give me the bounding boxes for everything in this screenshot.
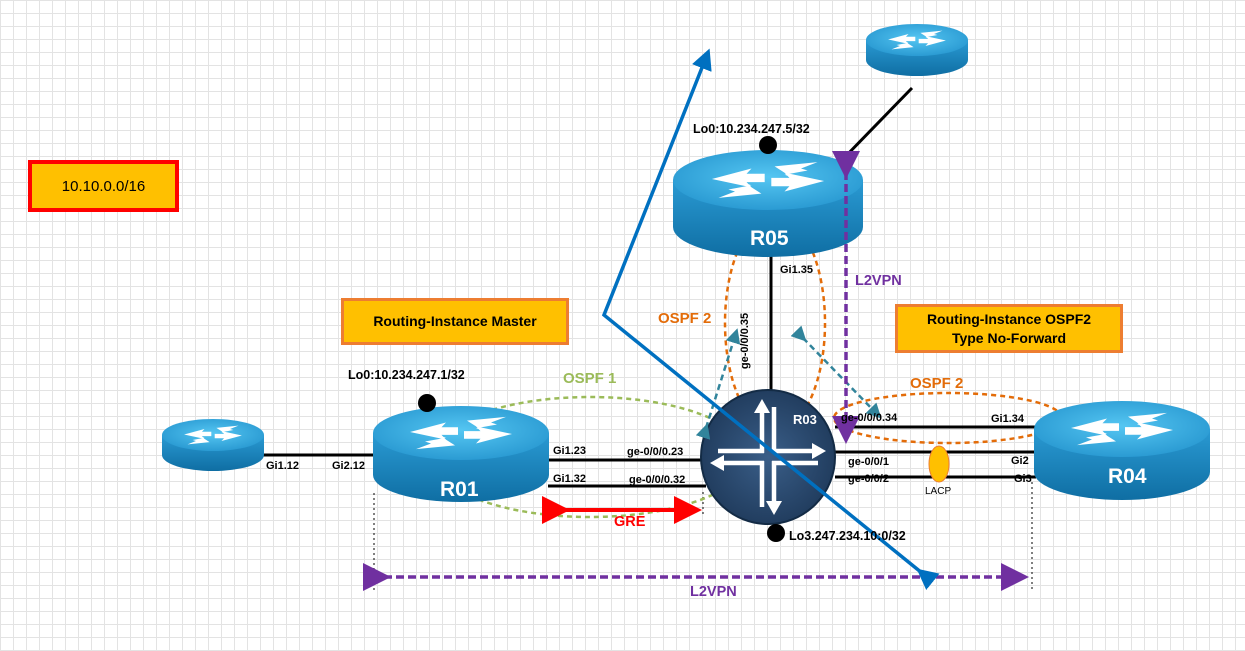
edge-router-top <box>866 24 968 76</box>
if-gi2-12: Gi2.12 <box>332 460 366 472</box>
loopback-dot-r01 <box>418 394 436 412</box>
ospf1-label: OSPF 1 <box>563 370 617 387</box>
gre-label: GRE <box>614 514 646 530</box>
router-r05-label: R05 <box>750 227 789 250</box>
router-r04 <box>1034 401 1210 500</box>
loopback-label-r01: Lo0:10.234.247.1/32 <box>348 368 465 382</box>
ospf2-box-line1: Routing-Instance OSPF2 <box>926 310 1092 327</box>
if-gi1-34: Gi1.34 <box>991 413 1025 425</box>
lacp-bundle <box>928 445 950 483</box>
link-r05-top <box>840 86 914 162</box>
routing-instance-master-box: Routing-Instance Master <box>341 298 569 345</box>
edge-router-left <box>162 419 264 471</box>
l2vpn-label-top: L2VPN <box>855 273 902 289</box>
loopback-dot-r03 <box>767 524 785 542</box>
router-r01-label: R01 <box>440 478 479 501</box>
router-r03-label: R03 <box>793 412 817 427</box>
lacp-label: LACP <box>925 486 952 497</box>
network-prefix-box: 10.10.0.0/16 <box>28 160 179 212</box>
routing-instance-ospf2-box: Routing-Instance OSPF2 Type No-Forward <box>895 304 1123 353</box>
ospf2-box-line2: Type No-Forward <box>951 329 1067 346</box>
loopback-dot-r05 <box>759 136 777 154</box>
if-ge-0-0-0-35: ge-0/0/0.35 <box>739 312 752 370</box>
if-gi1-23: Gi1.23 <box>553 445 587 457</box>
if-ge-0-0-2: ge-0/0/2 <box>848 473 889 485</box>
loopback-label-r05: Lo0:10.234.247.5/32 <box>693 122 810 136</box>
if-ge-0-0-1: ge-0/0/1 <box>848 456 889 468</box>
if-ge-0-0-0-34: ge-0/0/0.34 <box>841 412 898 424</box>
blue-path-arrow <box>601 48 940 590</box>
router-r04-label: R04 <box>1108 465 1147 488</box>
if-ge-0-0-0-23: ge-0/0/0.23 <box>627 446 684 458</box>
l2vpn-label-bottom: L2VPN <box>690 584 737 600</box>
if-gi1-12: Gi1.12 <box>266 460 300 472</box>
if-gi1-35: Gi1.35 <box>780 264 814 276</box>
if-gi3: Gi3 <box>1014 473 1032 485</box>
if-ge-0-0-0-32: ge-0/0/0.32 <box>629 474 686 486</box>
ospf2-label-right: OSPF 2 <box>910 375 964 392</box>
if-gi1-32: Gi1.32 <box>553 473 587 485</box>
loopback-label-r03: Lo3.247.234.10:0/32 <box>789 529 906 543</box>
router-r01 <box>373 406 549 502</box>
ospf2-label-top: OSPF 2 <box>658 310 712 327</box>
if-gi2: Gi2 <box>1011 455 1029 467</box>
